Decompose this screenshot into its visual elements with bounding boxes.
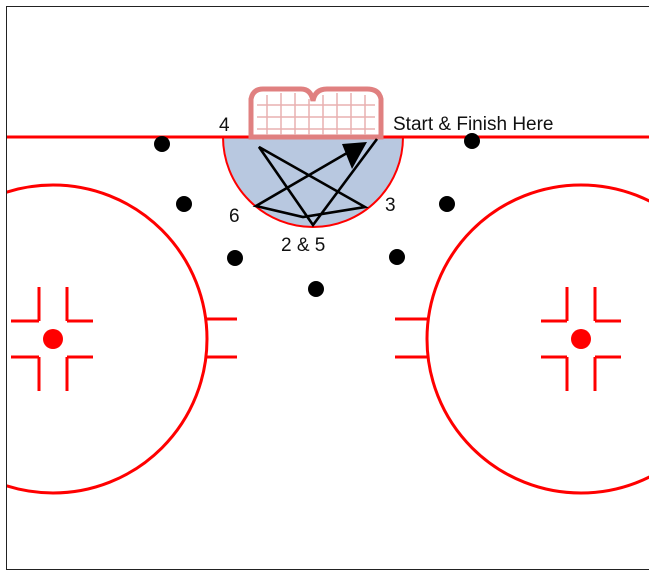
puck-dot bbox=[154, 136, 170, 152]
label-6: 6 bbox=[229, 206, 240, 227]
rink-diagram-svg: Start & Finish Here 4 6 2 & 5 3 bbox=[6, 6, 649, 570]
drill-diagram: Start & Finish Here 4 6 2 & 5 3 bbox=[6, 6, 649, 570]
label-start-finish: Start & Finish Here bbox=[393, 114, 554, 135]
puck-dot bbox=[439, 196, 455, 212]
label-4: 4 bbox=[219, 115, 230, 136]
label-2-and-5: 2 & 5 bbox=[281, 235, 325, 256]
left-faceoff-circle bbox=[6, 185, 237, 493]
puck-dot bbox=[176, 196, 192, 212]
puck-dot bbox=[308, 281, 324, 297]
left-faceoff-dot-marks bbox=[11, 287, 93, 391]
left-faceoff-dot bbox=[43, 329, 63, 349]
puck-dot bbox=[464, 133, 480, 149]
right-faceoff-circle bbox=[395, 185, 649, 493]
goal-net-icon bbox=[251, 89, 381, 137]
puck-dot bbox=[389, 249, 405, 265]
goal-crease bbox=[223, 137, 403, 227]
label-3: 3 bbox=[385, 195, 396, 216]
right-faceoff-dot bbox=[571, 329, 591, 349]
puck-dot bbox=[227, 250, 243, 266]
right-faceoff-dot-marks bbox=[541, 287, 621, 391]
